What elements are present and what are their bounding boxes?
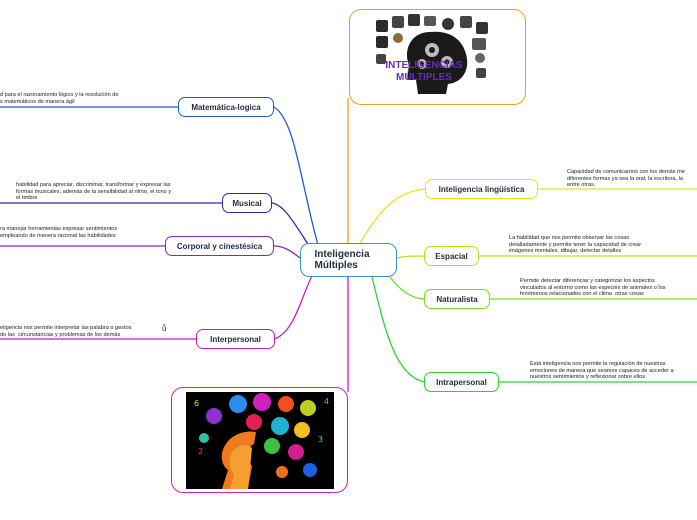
- connector-corporal: [273, 245, 301, 259]
- svg-text:4: 4: [324, 397, 329, 406]
- node-naturalista-label: Naturalista: [436, 294, 478, 304]
- node-corporal-label: Corporal y cinestésica: [176, 241, 263, 251]
- node-linguistica-label: Inteligencia lingüística: [438, 184, 525, 194]
- top-image-frame[interactable]: INTELIGENCIAS MÚLTIPLES: [349, 9, 526, 105]
- desc-espacial: La habilidad que nos permite observar la…: [509, 235, 642, 255]
- node-interpersonal[interactable]: Interpersonal: [196, 329, 275, 349]
- svg-text:6: 6: [194, 399, 199, 408]
- node-espacial[interactable]: Espacial: [424, 246, 479, 266]
- top-image-caption: INTELIGENCIAS MÚLTIPLES: [385, 60, 463, 83]
- root-node[interactable]: Inteligencia Múltiples: [300, 243, 397, 277]
- connector-espacial: [396, 255, 425, 259]
- node-linguistica[interactable]: Inteligencia lingüística: [425, 179, 538, 199]
- desc-naturalista: Permite detectar diferenciar y categoriz…: [520, 278, 666, 298]
- colorful-brain-illustration: 6 2 3 4: [186, 392, 334, 489]
- node-musical[interactable]: Musical: [222, 193, 272, 213]
- svg-text:3: 3: [318, 435, 323, 444]
- desc-linguistica: Capacidad de comunicarnos con los demás …: [567, 169, 685, 189]
- node-matematica[interactable]: Matemática-logica: [178, 97, 274, 117]
- node-interpersonal-label: Interpersonal: [210, 334, 261, 344]
- connector-interpersonal: [274, 275, 313, 340]
- connector-intrapersonal: [371, 276, 425, 383]
- connector-naturalista: [389, 276, 425, 300]
- connector-matematica: [273, 106, 319, 246]
- node-matematica-label: Matemática-logica: [191, 102, 261, 112]
- brain-gears-illustration: [376, 14, 488, 95]
- root-label: Inteligencia Múltiples: [314, 249, 370, 271]
- bottom-image-frame[interactable]: 6 2 3 4: [171, 387, 348, 493]
- desc-musical: habilidad para apreciar, discriminar, tr…: [16, 182, 172, 202]
- desc-intrapersonal: Está inteligencia nos permite la regulac…: [530, 361, 674, 381]
- stray-glyph: ů: [162, 324, 167, 333]
- node-espacial-label: Espacial: [435, 251, 468, 261]
- desc-interpersonal: eligencia nos permite interpretar las pa…: [0, 325, 132, 338]
- desc-corporal: ra manejar herramientas expresar sentimi…: [0, 226, 118, 239]
- desc-matematica: d para el razonamiento lógico y la resol…: [0, 92, 119, 105]
- connector-linguistica: [359, 188, 426, 244]
- node-intrapersonal-label: Intrapersonal: [436, 377, 487, 387]
- node-naturalista[interactable]: Naturalista: [424, 289, 490, 309]
- node-intrapersonal[interactable]: Intrapersonal: [424, 372, 499, 392]
- node-corporal[interactable]: Corporal y cinestésica: [165, 236, 274, 256]
- node-musical-label: Musical: [232, 198, 262, 208]
- svg-text:2: 2: [198, 447, 203, 456]
